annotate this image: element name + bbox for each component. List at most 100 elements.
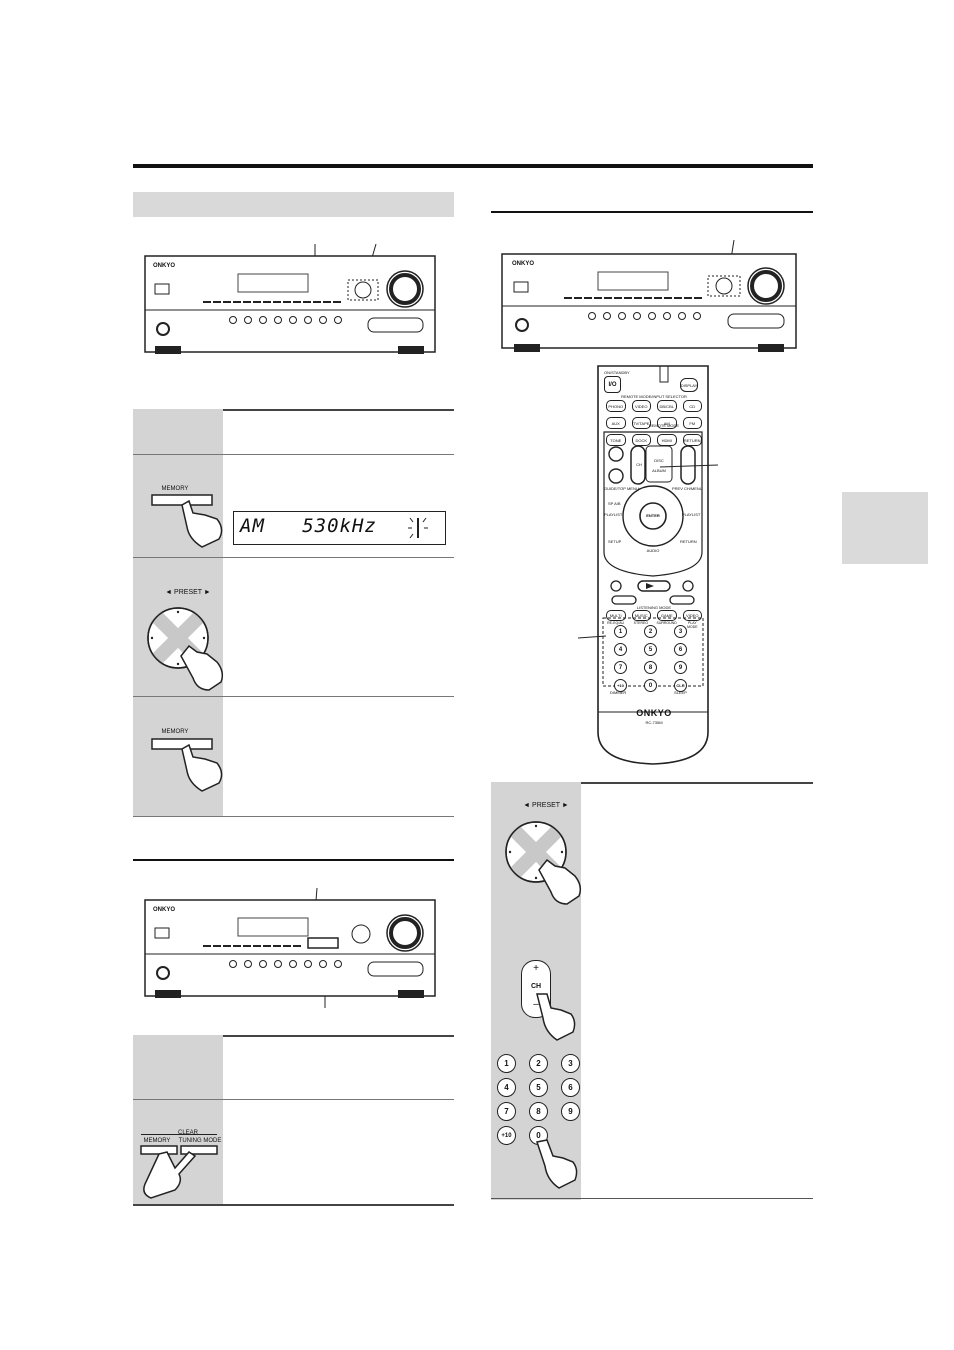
remote-model-label: RC-735M (645, 720, 663, 725)
ch-plus-label: + (533, 963, 539, 974)
step-4: MEMORY (133, 697, 454, 817)
remote-key-4[interactable]: 4 (614, 643, 627, 656)
album-label: ALBUM (652, 468, 666, 473)
top-rule (133, 164, 813, 168)
enter-button[interactable]: ENTER (646, 513, 660, 518)
remote-key-7[interactable]: 7 (614, 661, 627, 674)
recall-preset-steps: ◄ PRESET ► + CH – 1 2 3 4 5 6 7 8 9 +10 … (491, 782, 813, 1200)
key-7[interactable]: 7 (497, 1102, 516, 1121)
listening-mode-sublabels: RE-EQ/AU STEREO SURROUND PLAY MODE (606, 621, 702, 629)
input-selector-grid: PHONO VIDEO DB/CBL CD AUX TV/TAPE AM FM … (606, 400, 702, 446)
remote-number-keypad: 1 2 3 4 5 6 7 8 9 +10 0 CLR (614, 625, 694, 697)
memory-button-label: MEMORY (161, 486, 189, 492)
multi-mode-button[interactable]: MULTI (606, 610, 626, 621)
remote-key-1[interactable]: 1 (614, 625, 627, 638)
remote-key-clr[interactable]: CLR (674, 679, 687, 692)
step-1 (133, 409, 454, 455)
side-tab (842, 492, 928, 564)
audio-label: AUDIO (646, 548, 660, 553)
mode-sub-3: PLAY MODE (687, 621, 698, 629)
receiver-brand-logo-2: ONKYO (153, 907, 176, 913)
remote-key-3[interactable]: 3 (674, 625, 687, 638)
right-preset-label: ◄ PRESET ► (523, 802, 569, 809)
receiver-front-panel-2: ONKYO (143, 887, 438, 1008)
dock-button[interactable]: DOCK (631, 434, 651, 446)
music-mode-button[interactable]: MUSIC (631, 610, 651, 621)
ch-label: CH (530, 983, 542, 990)
remote-control: ON/STANDBY I/O DISPLAY REMOTE MODE/INPUT… (594, 362, 712, 766)
mode-sub-1: STEREO (633, 621, 649, 625)
prev-ch-label: PREV CH/MENU (672, 486, 703, 491)
playlist-right-label: PLAYLIST (682, 512, 701, 517)
remote-key-plus10[interactable]: +10 (614, 679, 627, 692)
sleep-label: SLEEP (674, 690, 687, 695)
input-phono-button[interactable]: PHONO (606, 400, 626, 412)
key-3[interactable]: 3 (561, 1054, 580, 1073)
memory-button-label-2: MEMORY (161, 729, 189, 735)
memory-label: MEMORY (143, 1138, 171, 1144)
receiver-brand-logo: ONKYO (153, 263, 176, 269)
input-aux-button[interactable]: AUX (606, 417, 626, 429)
input-am-button[interactable]: AM (657, 417, 677, 429)
game-mode-button[interactable]: GAME (657, 610, 677, 621)
sp-ab-label: SP A/B (608, 501, 621, 506)
ch-minus-label: – (533, 999, 539, 1010)
step-2: MEMORY AM 530kHz (133, 455, 454, 558)
key-5[interactable]: 5 (529, 1078, 548, 1097)
receiver-front-panel-3: ONKYO (500, 239, 800, 358)
key-2[interactable]: 2 (529, 1054, 548, 1073)
remote-key-9[interactable]: 9 (674, 661, 687, 674)
remote-mode-label: REMOTE MODE (648, 423, 680, 428)
video-mode-button[interactable]: VIDEO (682, 610, 702, 621)
numeric-keypad: 1 2 3 4 5 6 7 8 9 +10 0 (497, 1054, 581, 1154)
display-frequency-text: AM 530kHz (240, 515, 377, 537)
listening-mode-row: MULTI MUSIC GAME VIDEO (606, 610, 702, 621)
remote-standby-label: ON/STANDBY (604, 370, 630, 375)
delete-step-2: CLEAR MEMORY TUNING MODE (133, 1100, 454, 1206)
key-6[interactable]: 6 (561, 1078, 580, 1097)
selector-title: REMOTE MODE/INPUT SELECTOR (621, 394, 687, 399)
display-button[interactable]: DISPLAY (680, 378, 698, 392)
preset-label: ◄ PRESET ► (165, 589, 211, 596)
return-label: RETURN (680, 539, 697, 544)
remote-key-2[interactable]: 2 (644, 625, 657, 638)
setup-label: SETUP (608, 539, 622, 544)
playlist-left-label: PLAYLIST (604, 512, 623, 517)
remote-key-6[interactable]: 6 (674, 643, 687, 656)
key-plus10[interactable]: +10 (497, 1126, 516, 1145)
input-tvtape-button[interactable]: TV/TAPE (631, 417, 651, 429)
input-dbcbl-button[interactable]: DB/CBL (657, 400, 677, 412)
hdmi-button[interactable]: HDMI (657, 434, 677, 446)
input-video-button[interactable]: VIDEO (631, 400, 651, 412)
step-3: ◄ PRESET ► (133, 558, 454, 697)
remote-key-0[interactable]: 0 (644, 679, 657, 692)
left-section-rule (133, 859, 454, 861)
receiver-brand-logo-3: ONKYO (512, 261, 535, 267)
tuning-mode-label: TUNING MODE (178, 1138, 222, 1144)
return-button-top[interactable]: RETURN (682, 434, 702, 446)
clear-label: CLEAR (177, 1130, 198, 1136)
display-panel: AM 530kHz (233, 511, 446, 545)
tone-button[interactable]: TONE (606, 434, 626, 446)
delete-step-1 (133, 1035, 454, 1100)
ch-rocker-label[interactable]: CH (636, 462, 642, 467)
listening-mode-label: LISTENING MODE (636, 605, 672, 610)
dimmer-label: DIMMER (610, 690, 627, 695)
input-fm-button[interactable]: FM (682, 417, 702, 429)
guide-label: GUIDE/TOP MENU (604, 486, 639, 491)
disc-label: DISC (654, 458, 664, 463)
remote-key-5[interactable]: 5 (644, 643, 657, 656)
mode-sub-2: SURROUND (656, 621, 677, 625)
key-1[interactable]: 1 (497, 1054, 516, 1073)
input-cd-button[interactable]: CD (682, 400, 702, 412)
mode-sub-0: RE-EQ/AU (607, 621, 625, 625)
remote-brand-logo: ONKYO (636, 708, 672, 718)
key-8[interactable]: 8 (529, 1102, 548, 1121)
key-4[interactable]: 4 (497, 1078, 516, 1097)
key-9[interactable]: 9 (561, 1102, 580, 1121)
remote-key-8[interactable]: 8 (644, 661, 657, 674)
power-button[interactable]: I/O (604, 376, 621, 393)
receiver-front-panel-1: ONKYO (143, 243, 438, 364)
section-header-bar (133, 192, 454, 217)
right-section-rule (491, 211, 813, 213)
